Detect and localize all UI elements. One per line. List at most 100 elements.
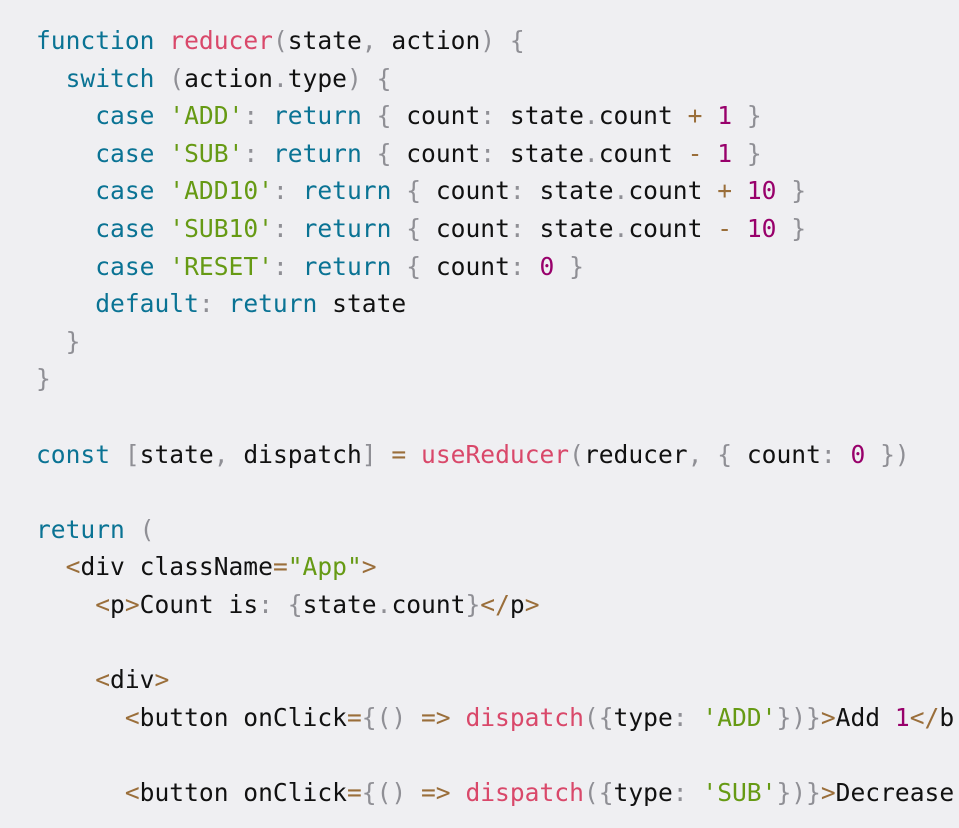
code-token: 'ADD'	[169, 101, 244, 131]
code-token: button onClick	[139, 702, 347, 732]
code-token: count	[421, 251, 510, 281]
code-token: dispatch	[465, 702, 584, 732]
code-token: dispatch	[465, 777, 584, 807]
code-token	[362, 101, 377, 130]
code-token: function	[36, 26, 155, 55]
code-token: type	[613, 702, 673, 732]
code-token: count	[598, 138, 688, 168]
code-token: =>	[421, 702, 451, 732]
code-token: count	[421, 176, 510, 206]
code-token: }	[465, 589, 481, 619]
code-token: }	[791, 213, 807, 243]
code-token	[154, 176, 169, 205]
code-token: :	[820, 439, 836, 469]
code-token: :	[509, 213, 525, 243]
code-token: case	[95, 213, 155, 243]
code-token: div	[110, 665, 155, 695]
code-token: >	[820, 777, 836, 807]
code-line: default: return state	[36, 285, 959, 323]
code-token	[36, 778, 125, 807]
code-token: count	[732, 439, 821, 469]
code-token: 1	[894, 702, 910, 732]
code-token	[732, 139, 747, 168]
code-token: ,	[687, 439, 703, 469]
code-token: (	[272, 26, 288, 55]
code-token: switch	[65, 63, 155, 93]
code-token	[391, 176, 406, 205]
code-token	[36, 101, 95, 130]
code-token: case	[95, 101, 155, 131]
code-token: {	[406, 176, 422, 206]
code-token	[36, 289, 95, 318]
code-token: >	[154, 665, 170, 695]
code-token: <	[124, 702, 140, 732]
code-token: 10	[746, 176, 777, 206]
code-token: {()	[361, 702, 407, 732]
code-token: div className	[80, 552, 273, 582]
code-token: .	[613, 176, 629, 206]
code-token: action	[184, 63, 273, 93]
code-token: <	[124, 777, 140, 807]
code-token: 'RESET'	[169, 251, 273, 281]
code-token: p	[509, 589, 525, 619]
code-token	[451, 703, 466, 732]
code-token: {	[376, 101, 392, 131]
code-token: <	[95, 665, 111, 695]
code-token: ]	[361, 439, 377, 469]
code-token: =	[391, 439, 407, 469]
code-token: ,	[361, 26, 377, 55]
code-line: case 'SUB': return { count: state.count …	[36, 135, 959, 173]
code-token	[154, 64, 169, 93]
code-token	[732, 176, 747, 205]
code-token: <	[65, 552, 81, 582]
code-token: [	[124, 439, 140, 469]
code-token: reducer	[169, 26, 273, 55]
code-token: .	[272, 63, 288, 93]
code-token: action	[376, 26, 481, 55]
code-token	[36, 64, 66, 93]
code-token	[776, 176, 791, 205]
code-token: return	[272, 101, 362, 131]
code-token	[258, 101, 273, 130]
code-line: return (	[36, 511, 959, 549]
code-token	[732, 214, 747, 243]
code-line: }	[36, 323, 959, 361]
code-token	[214, 289, 229, 318]
code-token	[125, 515, 140, 544]
code-token: const	[36, 439, 111, 469]
code-token	[36, 665, 95, 694]
code-token: count	[628, 176, 718, 206]
code-token: 1	[717, 138, 733, 168]
code-token: 10	[746, 213, 777, 243]
code-token: }	[569, 251, 584, 281]
code-token	[525, 252, 540, 281]
code-token	[554, 252, 569, 281]
code-token: >	[524, 589, 540, 619]
code-token: +	[717, 176, 732, 206]
code-token: count	[391, 138, 481, 168]
code-token	[36, 327, 66, 356]
code-token: .	[613, 213, 629, 243]
code-line: <button onClick={() => dispatch({type: '…	[36, 699, 959, 737]
code-token: =	[346, 777, 362, 807]
code-token	[154, 252, 169, 281]
code-token	[391, 252, 406, 281]
code-token: {()	[361, 777, 407, 807]
code-token: :	[480, 101, 496, 131]
code-line	[36, 736, 959, 774]
code-token	[154, 139, 169, 168]
code-token: p	[110, 589, 125, 619]
code-token: })	[880, 439, 910, 469]
code-token: return	[228, 289, 318, 319]
code-token	[362, 64, 377, 93]
code-token: type	[287, 63, 347, 93]
code-token	[495, 26, 510, 55]
code-token	[36, 139, 95, 168]
code-token	[110, 440, 125, 469]
code-line: const [state, dispatch] = useReducer(red…	[36, 436, 959, 474]
code-token: count	[598, 101, 688, 131]
code-token: button onClick	[139, 777, 347, 807]
code-token: return	[272, 138, 362, 168]
code-token: {	[717, 439, 733, 469]
code-token: Decrease	[835, 777, 955, 807]
